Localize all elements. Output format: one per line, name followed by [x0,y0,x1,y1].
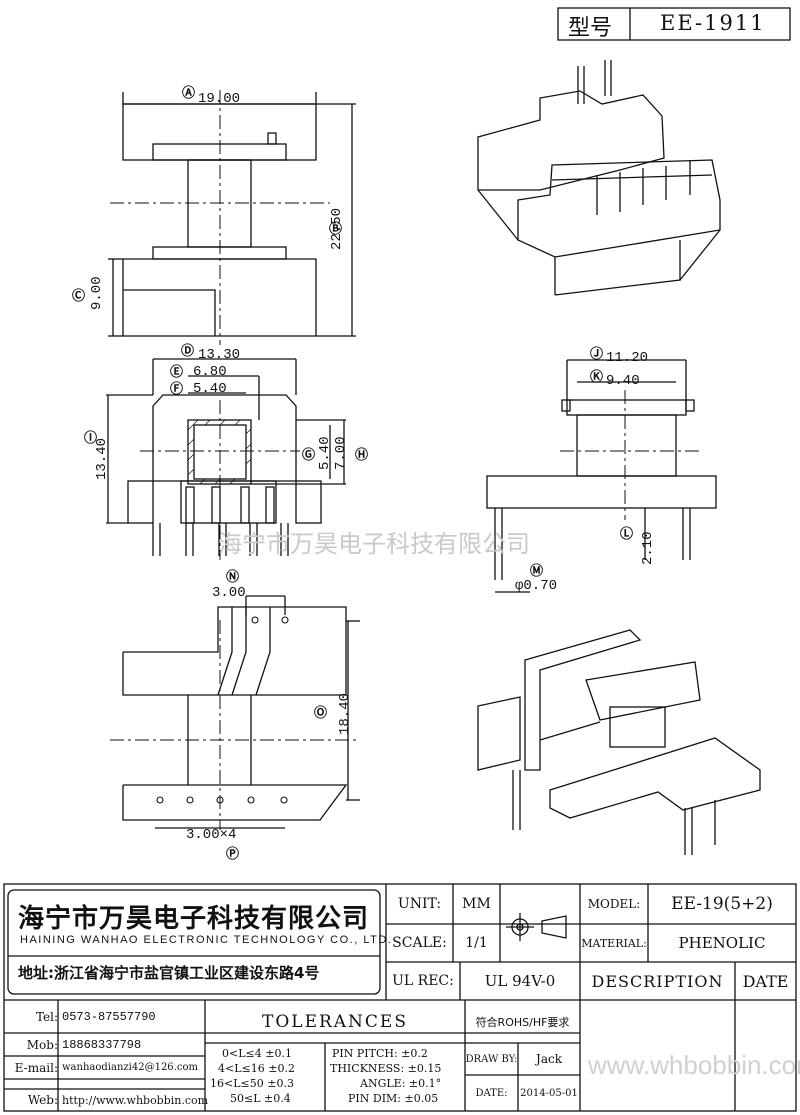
material-value: PHENOLIC [678,934,766,952]
dim-tag-k: Ⓚ [590,370,604,385]
dim-tag-n: Ⓝ [226,570,240,585]
watermark-center: 海宁市万昊电子科技有限公司 [218,531,530,558]
material-label: MATERIAL: [581,936,647,950]
dim-tag-j: Ⓙ [590,347,604,362]
dim-value-d: 13.30 [198,347,241,363]
scale-label: SCALE: [392,935,447,951]
tel-value: 0573-87557790 [62,1009,156,1024]
dim-tag-g: Ⓖ [302,448,316,463]
web-label: Web: [27,1093,58,1107]
dim-tag-m: Ⓜ [530,564,544,579]
ulrec-label: UL REC: [392,973,454,989]
dim-value-h: 7.00 [333,436,349,470]
dim-tag-e: Ⓔ [170,365,184,380]
dim-tag-i: Ⓘ [84,431,98,446]
tolerance-spec-3: ANGLE: ±0.1° [360,1077,442,1090]
mob-label: Mob: [26,1037,58,1052]
tolerance-spec-1: PIN PITCH: ±0.2 [332,1047,428,1060]
model-label: 型号 [568,15,613,40]
dim-value-g: 5.40 [317,436,333,470]
dim-value-i: 13.40 [94,437,110,480]
web-value[interactable]: http://www.whbobbin.com [62,1093,209,1107]
dim-tag-p: Ⓟ [226,847,240,862]
dim-value-b: 22.50 [329,207,345,250]
dim-tag-a: Ⓐ [182,86,196,101]
mob-value: 18868337798 [62,1037,142,1052]
date-header: DATE [742,971,789,991]
dim-tag-f: Ⓕ [170,382,184,397]
dim-tag-o: Ⓞ [314,706,328,721]
dim-tag-d: Ⓓ [181,344,195,359]
tolerances-title: TOLERANCES [262,1012,408,1032]
model-number: EE-1911 [660,11,766,35]
date-label: DATE: [475,1087,508,1099]
ulrec-value: UL 94V-0 [484,972,556,990]
tolerance-range-2: 4<L≤16 ±0.2 [218,1062,295,1075]
dim-value-c: 9.00 [89,276,105,310]
dim-value-j: 11.20 [606,350,649,366]
draw-by-value: Jack [536,1052,562,1066]
dim-value-f: 5.40 [193,381,227,397]
company-address: 地址:浙江省海宁市盐官镇工业区建设东路4号 [18,964,320,982]
dim-value-p: 3.00×4 [186,827,237,843]
dim-value-n: 3.00 [212,585,246,601]
draw-by-label: DRAW BY: [465,1053,518,1065]
watermark-corner: www.whbobbin.com [588,1050,800,1080]
dim-tag-h: Ⓗ [355,448,369,463]
tolerance-range-4: 50≤L ±0.4 [230,1092,291,1105]
unit-value: MM [462,896,491,912]
rohs-note: 符合ROHS/HF要求 [475,1016,570,1029]
email-label: E-mail: [14,1060,58,1075]
tolerance-range-3: 16<L≤50 ±0.3 [210,1077,294,1090]
tel-label: Tel: [35,1009,58,1024]
model-field-label: MODEL: [587,897,641,911]
unit-label: UNIT: [397,896,442,912]
dim-tag-l: Ⓛ [620,527,634,542]
dim-value-a: 19.00 [198,91,241,107]
date-value: 2014-05-01 [520,1087,578,1099]
dim-tag-c: Ⓒ [72,289,86,304]
dim-value-e: 6.80 [193,364,227,380]
tolerance-spec-2: THICKNESS: ±0.15 [330,1062,442,1075]
company-name-cn: 海宁市万昊电子科技有限公司 [18,904,370,934]
company-name-en: HAINING WANHAO ELECTRONIC TECHNOLOGY CO.… [20,934,393,946]
email-value[interactable]: wanhaodianzi42@126.com [62,1062,198,1073]
description-header: DESCRIPTION [591,971,724,991]
tolerance-range-1: 0<L≤4 ±0.1 [222,1047,292,1060]
tolerance-spec-4: PIN DIM: ±0.05 [348,1092,439,1105]
dim-value-k: 9.40 [606,373,640,389]
dim-value-l: 2.10 [640,531,656,565]
model-field-value: EE-19(5+2) [671,894,773,914]
dim-value-o: 18.40 [337,692,353,735]
scale-value: 1/1 [465,935,488,951]
dim-value-m: φ0.70 [515,578,558,594]
dim-tag-b: Ⓑ [329,222,343,237]
